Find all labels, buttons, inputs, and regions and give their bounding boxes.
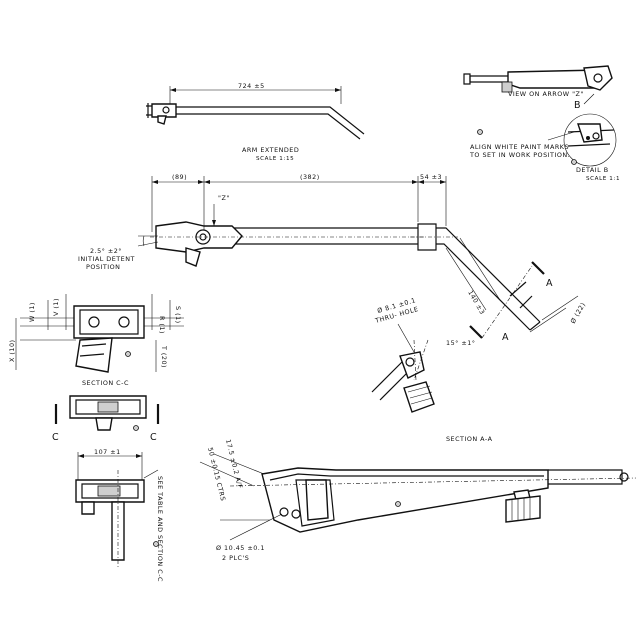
- section-aa: 17.5 ±0.2 A/F 50 ±0.15 CTRS Ø 10.45 ±0.1…: [199, 439, 637, 562]
- top-view-length-dim: 724 ±5: [238, 82, 265, 90]
- detail-b-note-line1: ALIGN WHITE PAINT MARKS: [470, 143, 569, 151]
- view-z-caption: VIEW ON ARROW "Z": [508, 90, 584, 98]
- top-view: 724 ±5 ARM EXTENDED SCALE 1:15: [146, 82, 365, 162]
- hole-angle: 15° ±1°: [446, 339, 475, 347]
- side-view: (89) (382) 54 ±3 "Z" 2.5° ±2° INITIAL DE…: [78, 173, 587, 343]
- top-view-caption: ARM EXTENDED: [242, 146, 299, 154]
- dim-x: X (10): [8, 339, 16, 362]
- section-c-left: C: [52, 432, 59, 443]
- hole-spec-aa: Ø 10.45 ±0.1: [216, 544, 265, 552]
- detent-label-1: INITIAL DETENT: [78, 255, 135, 263]
- section-cc-caption: SECTION C-C: [82, 379, 129, 387]
- side-view-arm: [150, 221, 541, 331]
- detail-b-caption: DETAIL B: [576, 166, 609, 174]
- section-cc-top: W (1) V (1) R (1) S (1) X (10) T (20): [8, 294, 184, 373]
- see-table-note: SEE TABLE AND SECTION C-C: [156, 476, 164, 582]
- top-view-dimension: 724 ±5: [169, 82, 342, 104]
- dim-r: R (1): [158, 316, 166, 334]
- z-arrow: "Z": [212, 194, 230, 226]
- z-label: "Z": [218, 194, 230, 202]
- hole-count-aa: 2 PLC'S: [222, 554, 249, 562]
- dim-v: V (1): [52, 298, 60, 316]
- detail-b-label: B: [574, 100, 581, 111]
- section-aa-caption: SECTION A-A: [446, 435, 493, 443]
- detail-b-scale: SCALE 1:1: [586, 176, 620, 182]
- detail-b: B ALIGN WHITE PAINT MARKS TO SET IN WORK…: [469, 93, 620, 182]
- detail-b-note-line2: TO SET IN WORK POSITION.: [469, 151, 570, 159]
- side-view-top-dims: (89) (382) 54 ±3: [151, 173, 447, 232]
- front-view: 107 ±1 SEE TABLE AND SECTION C-C: [75, 448, 164, 582]
- section-a-markers: A A: [469, 261, 553, 343]
- dim-54: 54 ±3: [420, 173, 442, 181]
- detent-callout: 2.5° ±2° INITIAL DETENT POSITION: [78, 235, 159, 271]
- section-cc-view: C C: [52, 395, 160, 443]
- section-a-bottom: A: [502, 332, 509, 343]
- dim-s: S (1): [174, 306, 182, 324]
- dim-w: W (1): [28, 302, 36, 322]
- section-c-right: C: [150, 432, 157, 443]
- view-z: VIEW ON ARROW "Z": [463, 65, 613, 98]
- dim-382: (382): [300, 173, 320, 181]
- detent-label-2: POSITION: [86, 263, 120, 271]
- dim-107: 107 ±1: [94, 448, 121, 456]
- top-view-arm: [146, 103, 365, 140]
- dim-89: (89): [172, 173, 187, 181]
- top-view-scale: SCALE 1:15: [256, 156, 294, 162]
- section-a-top: A: [546, 278, 553, 289]
- detent-angle: 2.5° ±2°: [90, 247, 122, 255]
- dim-t: T (20): [160, 345, 168, 368]
